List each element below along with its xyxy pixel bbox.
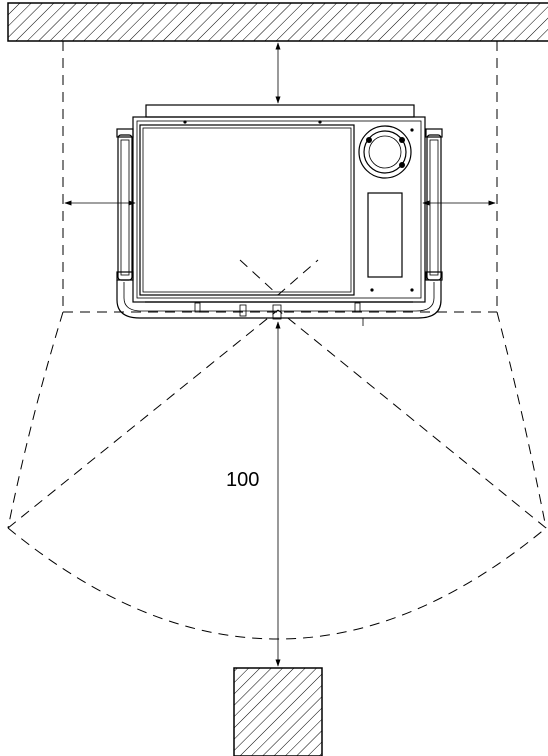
right-handle	[425, 128, 443, 281]
side-vent	[367, 192, 403, 278]
left-handle	[116, 128, 134, 281]
flue-outlet	[358, 125, 412, 179]
top-wall	[7, 2, 548, 42]
bottom-obstacle	[233, 667, 323, 756]
clearance-arrows	[64, 42, 496, 667]
stove-top-view	[116, 104, 443, 326]
front-clearance-label: 100	[226, 469, 259, 491]
clearance-zone-outline	[7, 41, 547, 640]
